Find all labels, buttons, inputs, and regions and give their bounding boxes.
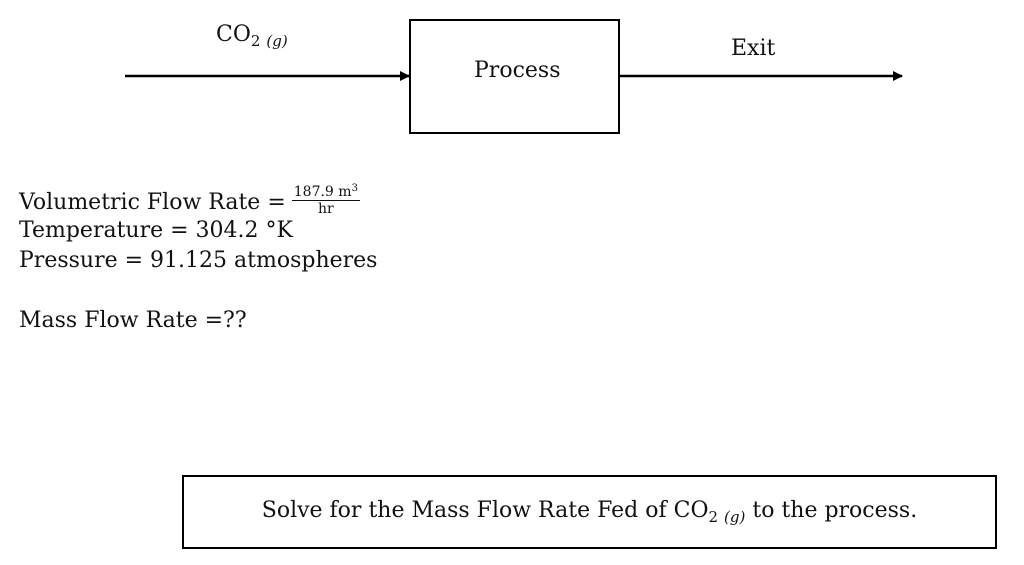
- process-unit-box: [409, 19, 620, 134]
- pressure-line: Pressure = 91.125 atmospheres: [19, 248, 378, 273]
- volumetric-flow-exponent: 3: [351, 183, 358, 194]
- question-box: Solve for the Mass Flow Rate Fed of CO2 (…: [182, 475, 997, 549]
- mass-flow-unknown-line: Mass Flow Rate =??: [19, 308, 247, 333]
- question-subscript: 2: [708, 508, 719, 526]
- inlet-species-formula: CO: [216, 22, 251, 47]
- question-text-after: to the process.: [752, 498, 918, 523]
- inlet-species-subscript: 2: [250, 32, 261, 50]
- volumetric-flow-denominator: hr: [317, 201, 334, 217]
- temperature-line: Temperature = 304.2 °K: [19, 218, 293, 243]
- exit-label: Exit: [731, 36, 776, 61]
- process-label: Process: [474, 58, 561, 83]
- question-text-before: Solve for the Mass Flow Rate Fed of CO: [261, 498, 709, 523]
- inlet-species-phase: (g): [266, 32, 288, 50]
- question-text: Solve for the Mass Flow Rate Fed of CO2 (…: [262, 498, 917, 526]
- volumetric-flow-label: Volumetric Flow Rate =: [19, 190, 286, 215]
- inlet-species-label: CO2 (g): [216, 24, 288, 49]
- question-phase: (g): [724, 508, 746, 526]
- volumetric-flow-value: 187.9 m: [293, 184, 352, 200]
- volumetric-flow-numerator: 187.9 m3: [291, 182, 360, 201]
